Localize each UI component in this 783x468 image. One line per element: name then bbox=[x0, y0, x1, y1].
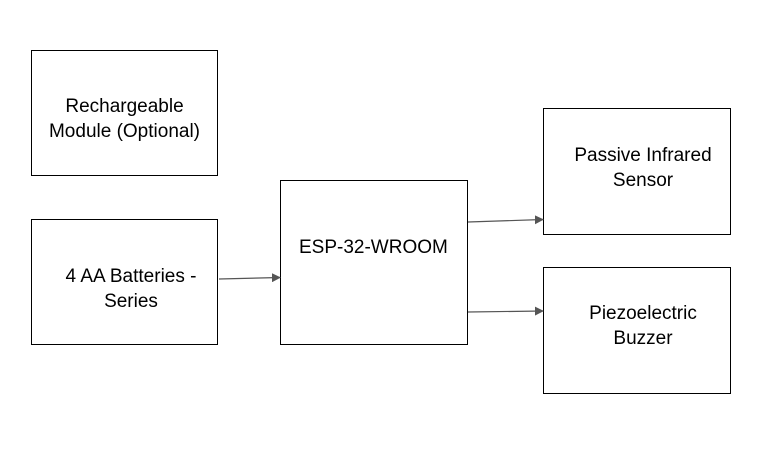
arrow-battery-to-esp32 bbox=[218, 273, 281, 283]
buzzer-box: Piezoelectric Buzzer bbox=[543, 267, 731, 394]
rechargeable-module-box: Rechargeable Module (Optional) bbox=[31, 50, 218, 176]
esp32-label: ESP-32-WROOM bbox=[299, 237, 448, 258]
buzzer-label: Piezoelectric Buzzer bbox=[589, 303, 697, 349]
pir-sensor-label: Passive Infrared Sensor bbox=[574, 145, 712, 191]
battery-box: 4 AA Batteries - Series bbox=[31, 219, 218, 345]
rechargeable-module-label: Rechargeable Module (Optional) bbox=[48, 96, 201, 142]
esp32-box: ESP-32-WROOM bbox=[280, 180, 468, 345]
arrow-esp32-to-buzzer bbox=[467, 306, 544, 316]
pir-sensor-box: Passive Infrared Sensor bbox=[543, 108, 731, 235]
battery-label: 4 AA Batteries - Series bbox=[65, 266, 197, 312]
arrow-esp32-to-pir-sensor bbox=[467, 215, 544, 225]
